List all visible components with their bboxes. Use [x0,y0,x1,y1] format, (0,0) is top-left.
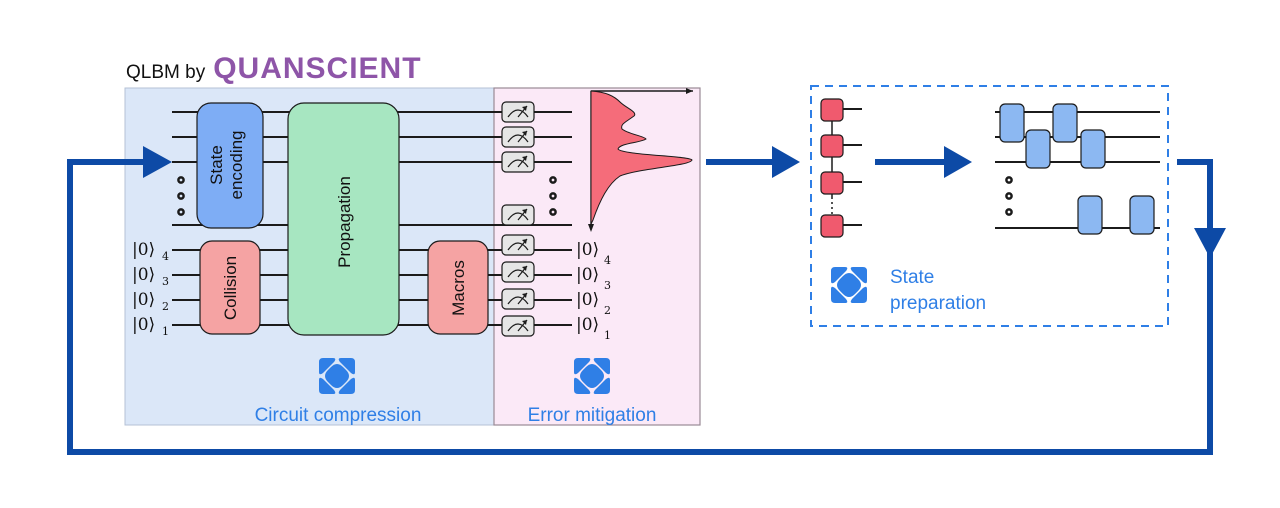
flow-arrow-to-preparation [706,146,800,178]
propagation-gate [287,102,400,336]
ket-right-4-sub: 4 [604,254,611,267]
state-preparation-caption-line1: State [890,267,934,288]
state-encoding-label-line2: encoding [227,130,246,199]
state-preparation-caption-line2: preparation [890,293,986,314]
brand-logo-text: QUANSCIENT [213,52,422,85]
distribution-curve [590,90,693,225]
ket-right-3-sub: 3 [604,279,611,292]
state-preparation-panel [810,85,1169,327]
collision-label: Collision [221,256,240,320]
ket-right-3: |0⟩ [576,265,599,285]
ellipsis-dots-right [549,176,557,216]
measurement-meters [501,101,535,337]
state-encoding-gate [196,102,264,229]
ket-left-1-sub: 1 [162,325,169,338]
state-encoding-label-line1: State [207,145,226,185]
measurement-meter-icon [501,151,535,173]
preparation-blue-circuit [995,103,1160,235]
brand-prefix: QLBM by [126,62,206,83]
ellipsis-dots-left [177,176,185,216]
ket-left-4-sub: 4 [162,250,169,263]
propagation-label: Propagation [335,176,354,268]
ket-right-2-sub: 2 [604,304,611,317]
ket-left-1: |0⟩ [132,315,155,335]
measurement-meter-icon [501,204,535,226]
circuit-compression-caption: Circuit compression [255,405,422,426]
measurement-meter-icon [501,101,535,123]
ket-left-3-sub: 3 [162,275,169,288]
macros-gate [427,240,489,335]
measurement-meter-icon [501,126,535,148]
collision-gate [199,240,261,335]
preparation-logo-icon [831,267,867,303]
feedback-loop-arrow [67,146,1226,455]
brand-header: QLBM by QUANSCIENT [126,52,422,88]
ket-right-2: |0⟩ [576,290,599,310]
measurement-meter-icon [501,315,535,337]
ket-left-2: |0⟩ [132,290,155,310]
measurement-meter-icon [501,234,535,256]
macros-label: Macros [449,260,468,316]
ket-right-4: |0⟩ [576,240,599,260]
left-ket-labels: |0⟩ 4 |0⟩ 3 |0⟩ 2 |0⟩ 1 [132,240,169,338]
right-ket-labels: |0⟩ 4 |0⟩ 3 |0⟩ 2 |0⟩ 1 [576,240,611,342]
measurement-meter-icon [501,261,535,283]
flow-arrow-internal-preparation [875,146,972,178]
ket-right-1: |0⟩ [576,315,599,335]
ket-left-3: |0⟩ [132,265,155,285]
output-distribution-plot [588,88,693,232]
ket-left-4: |0⟩ [132,240,155,260]
measurement-meter-icon [501,288,535,310]
ket-left-2-sub: 2 [162,300,169,313]
preparation-red-chain [820,98,862,238]
error-mitigation-caption: Error mitigation [528,405,657,426]
ket-right-1-sub: 1 [604,329,611,342]
